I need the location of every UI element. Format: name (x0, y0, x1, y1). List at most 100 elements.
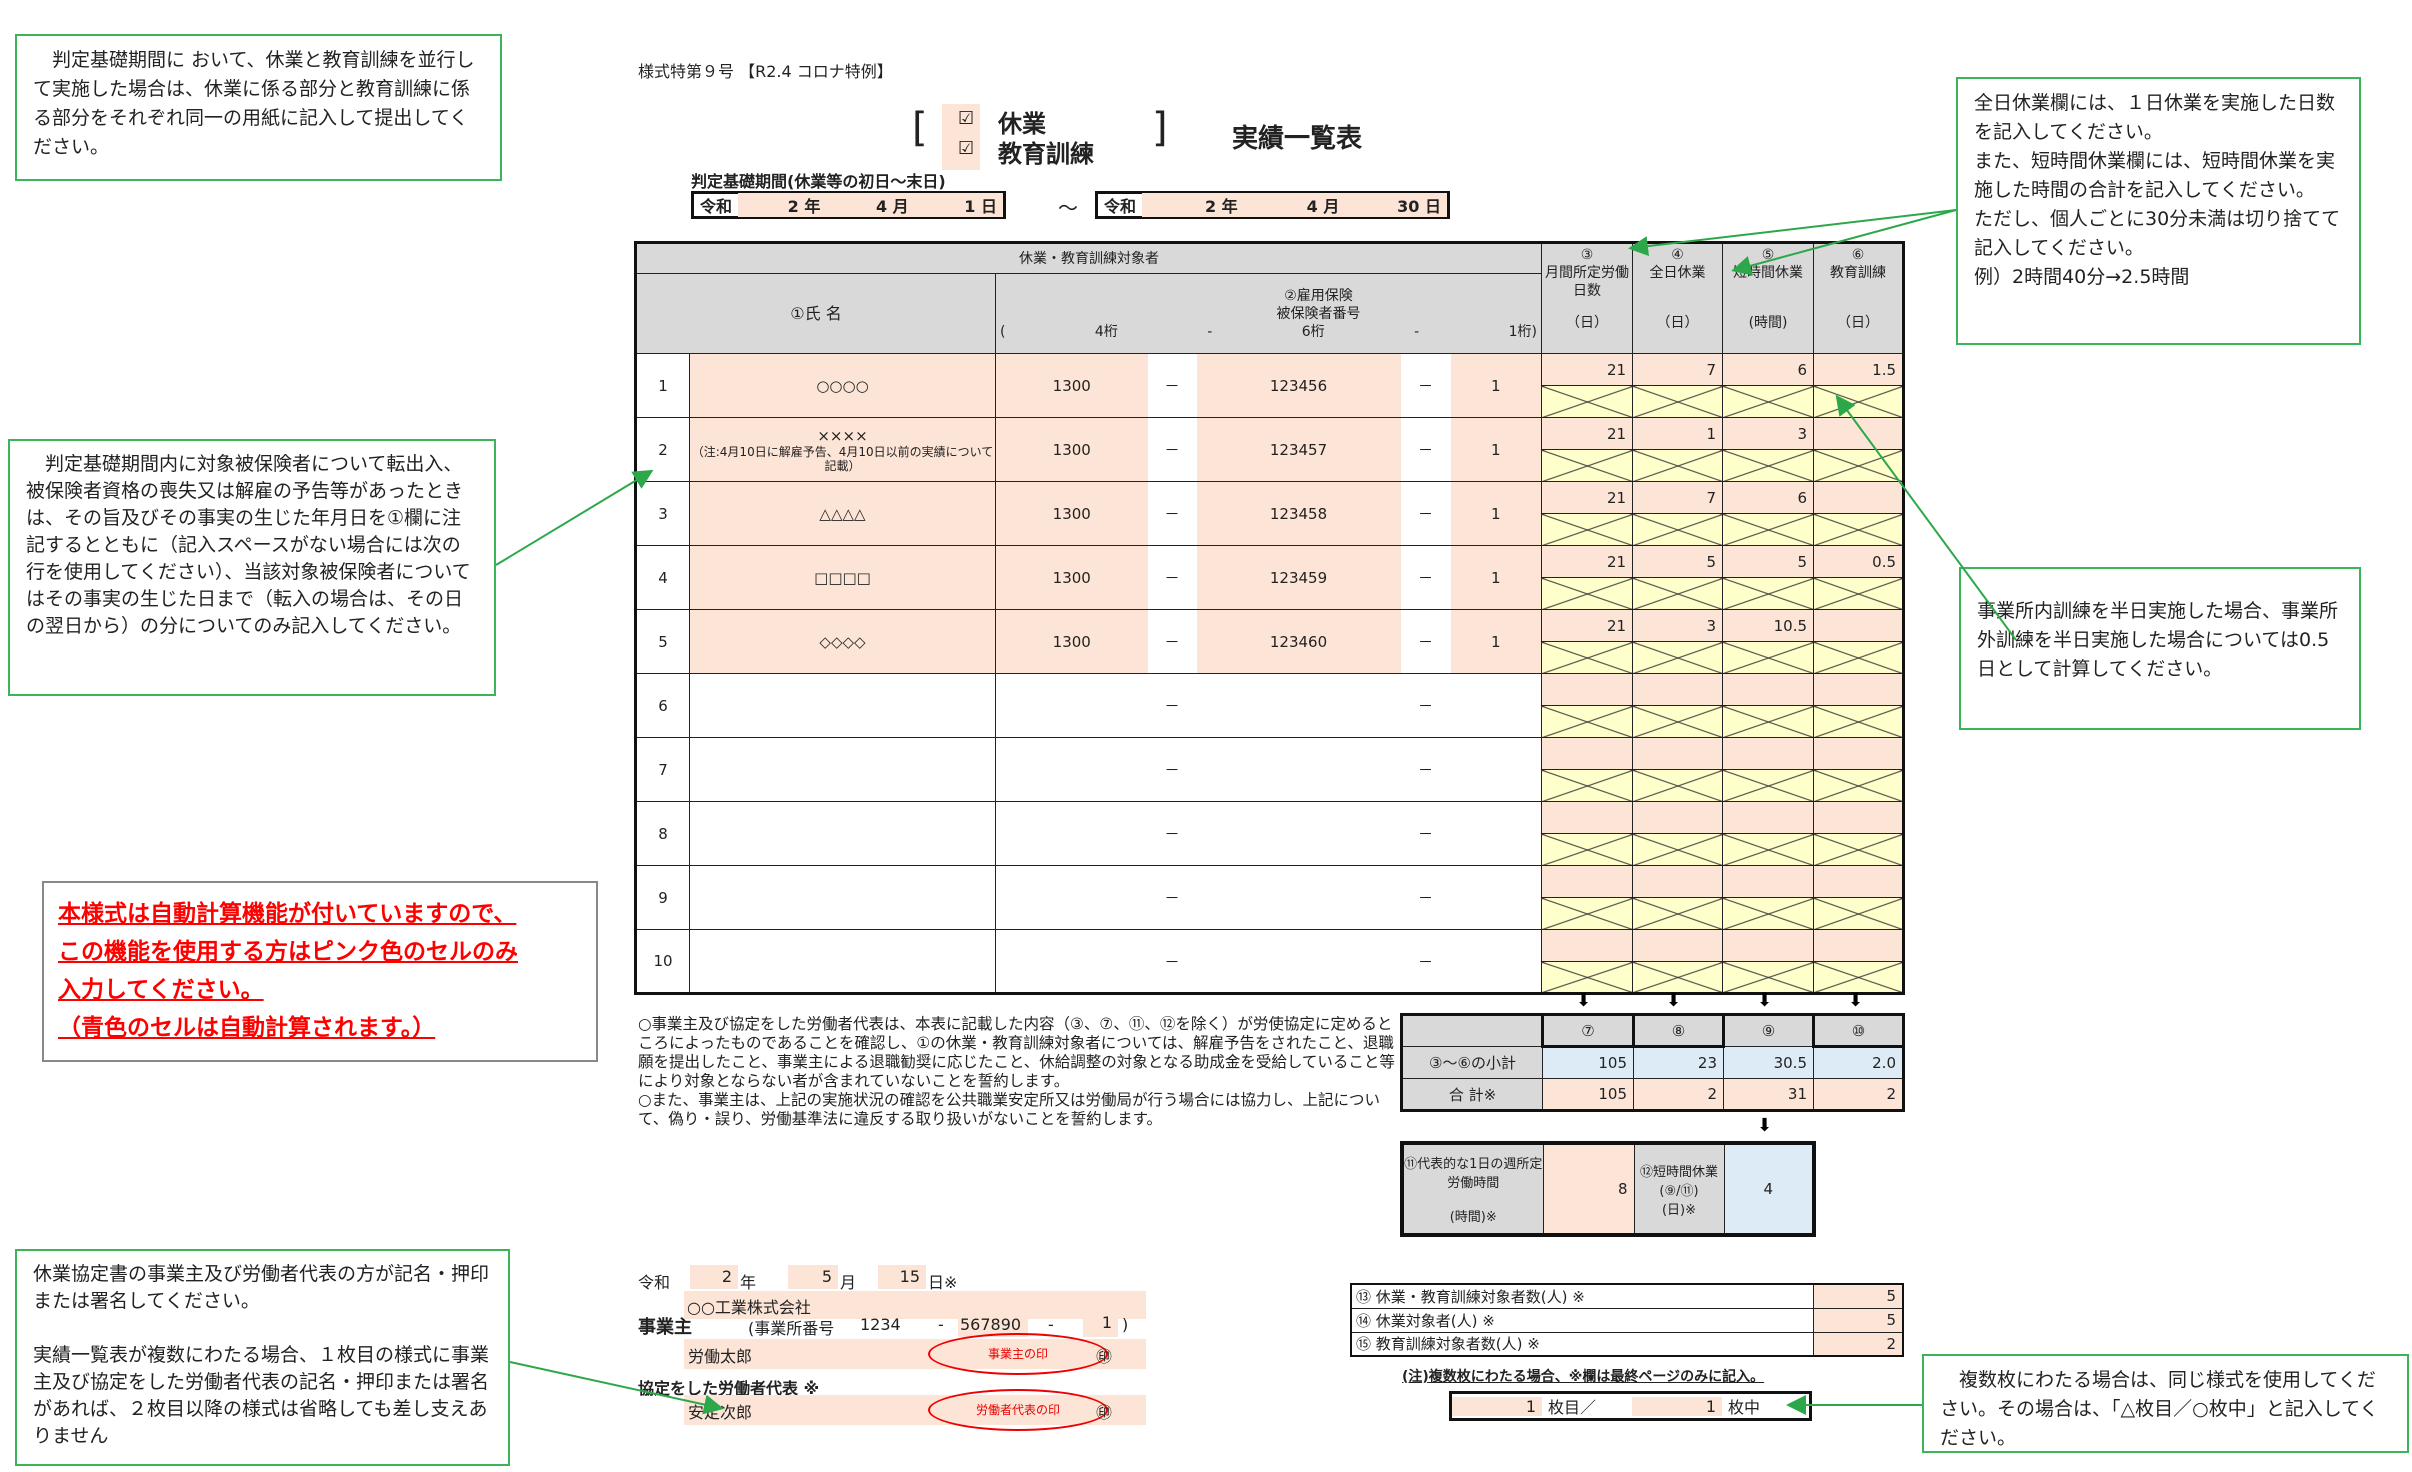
work-days[interactable] (1541, 865, 1634, 898)
education-days[interactable] (1813, 865, 1905, 898)
end-year[interactable]: 2 (1204, 197, 1217, 216)
insurance-1[interactable]: 1 (1450, 609, 1542, 674)
row-number: 3 (635, 481, 690, 546)
employee-name[interactable] (689, 801, 996, 866)
hours-value[interactable]: 8 (1542, 1142, 1635, 1236)
insurance-1[interactable] (1450, 929, 1542, 994)
insurance-6[interactable]: 123460 (1196, 609, 1401, 674)
seal-mark: ㊞ (1096, 1347, 1113, 1366)
insurance-1[interactable] (1450, 737, 1542, 802)
education-days[interactable] (1813, 609, 1905, 642)
short-leave-hours[interactable] (1722, 801, 1815, 834)
short-leave-hours[interactable] (1722, 865, 1815, 898)
full-leave-days[interactable]: 7 (1632, 481, 1724, 514)
total-10[interactable]: 2 (1813, 1078, 1904, 1111)
education-days[interactable] (1813, 737, 1905, 770)
work-days[interactable]: 21 (1541, 609, 1634, 642)
employee-name[interactable]: ◇◇◇◇ (689, 609, 996, 674)
company-name[interactable]: ○○工業株式会社 (684, 1291, 846, 1319)
start-month[interactable]: 4 (875, 197, 888, 216)
insurance-6[interactable] (1196, 673, 1401, 738)
end-month[interactable]: 4 (1306, 197, 1318, 216)
insurance-4[interactable]: 1300 (995, 417, 1148, 482)
employee-name[interactable]: □□□□ (689, 545, 996, 610)
page-total[interactable]: 1 (1632, 1396, 1722, 1416)
education-days[interactable]: 0.5 (1813, 545, 1905, 578)
employee-name[interactable] (689, 865, 996, 930)
education-days[interactable] (1813, 801, 1905, 834)
short-leave-hours[interactable]: 6 (1722, 481, 1815, 514)
education-days[interactable] (1813, 417, 1905, 450)
total-9[interactable]: 31 (1723, 1078, 1814, 1111)
employee-name[interactable] (689, 929, 996, 994)
short-leave-hours[interactable]: 10.5 (1722, 609, 1815, 642)
table-row: 6 － － (635, 673, 1905, 738)
sign-month[interactable]: 5 (788, 1265, 838, 1289)
count-value[interactable]: 5 (1812, 1307, 1904, 1333)
insurance-sub: 6桁 (1301, 323, 1325, 340)
full-leave-days[interactable] (1632, 929, 1724, 962)
insurance-1[interactable] (1450, 801, 1542, 866)
insurance-1[interactable]: 1 (1450, 417, 1542, 482)
full-leave-days[interactable] (1632, 865, 1724, 898)
insurance-4[interactable]: 1300 (995, 609, 1148, 674)
short-leave-hours[interactable] (1722, 737, 1815, 770)
full-leave-days[interactable]: 5 (1632, 545, 1724, 578)
short-leave-hours[interactable]: 6 (1722, 353, 1815, 386)
count-value[interactable]: 5 (1812, 1283, 1904, 1309)
insurance-1[interactable]: 1 (1450, 353, 1542, 418)
page-current[interactable]: 1 (1452, 1396, 1542, 1416)
insurance-6[interactable] (1196, 801, 1401, 866)
insurance-6[interactable]: 123459 (1196, 545, 1401, 610)
count-value[interactable]: 2 (1812, 1331, 1904, 1357)
education-days[interactable] (1813, 673, 1905, 706)
end-day[interactable]: 30 (1397, 197, 1420, 216)
insurance-4[interactable] (995, 673, 1148, 738)
crossed-cell (1632, 577, 1724, 610)
employee-name[interactable]: ××××（注:4月10日に解雇予告、4月10日以前の実績について記載） (689, 417, 996, 482)
insurance-6[interactable]: 123457 (1196, 417, 1401, 482)
short-leave-hours[interactable]: 5 (1722, 545, 1815, 578)
total-7[interactable]: 105 (1542, 1078, 1634, 1111)
work-days[interactable]: 21 (1541, 417, 1634, 450)
insurance-4[interactable]: 1300 (995, 545, 1148, 610)
insurance-4[interactable] (995, 929, 1148, 994)
work-days[interactable]: 21 (1541, 545, 1634, 578)
period-start[interactable]: 令和 2 年 4 月 1 日 (691, 191, 1006, 219)
insurance-4[interactable] (995, 801, 1148, 866)
checkbox-kyugyo[interactable]: ☑ (958, 108, 975, 129)
employee-name[interactable]: △△△△ (689, 481, 996, 546)
insurance-6[interactable]: 123458 (1196, 481, 1401, 546)
insurance-1[interactable]: 1 (1450, 545, 1542, 610)
insurance-4[interactable]: 1300 (995, 481, 1148, 546)
short-leave-hours[interactable]: 3 (1722, 417, 1815, 450)
employee-name[interactable] (689, 673, 996, 738)
sign-year[interactable]: 2 (690, 1265, 738, 1289)
crossed-cell (1632, 769, 1724, 802)
work-days[interactable]: 21 (1541, 481, 1634, 514)
office-1[interactable]: 1 (1083, 1313, 1118, 1337)
education-days[interactable]: 1.5 (1813, 353, 1905, 386)
insurance-6[interactable]: 123456 (1196, 353, 1401, 418)
work-days[interactable]: 21 (1541, 353, 1634, 386)
start-day[interactable]: 1 (964, 197, 976, 216)
short-leave-hours[interactable] (1722, 673, 1815, 706)
work-days[interactable] (1541, 801, 1634, 834)
unit: 枚目／ (1548, 1398, 1597, 1417)
full-leave-days[interactable]: 3 (1632, 609, 1724, 642)
full-leave-days[interactable] (1632, 737, 1724, 770)
insurance-1[interactable]: 1 (1450, 481, 1542, 546)
office-4[interactable]: 1234 (860, 1315, 901, 1334)
total-8[interactable]: 2 (1633, 1078, 1724, 1111)
insurance-6[interactable] (1196, 929, 1401, 994)
insurance-6[interactable] (1196, 737, 1401, 802)
work-days[interactable] (1541, 673, 1634, 706)
period-end[interactable]: 令和 2 年 4 月 30 日 (1095, 191, 1450, 219)
start-year[interactable]: 2 (787, 197, 799, 216)
checkbox-education[interactable]: ☑ (958, 138, 975, 159)
full-leave-days[interactable] (1632, 673, 1724, 706)
sign-day[interactable]: 15 (878, 1265, 926, 1289)
full-leave-days[interactable] (1632, 801, 1724, 834)
full-leave-days[interactable]: 1 (1632, 417, 1724, 450)
